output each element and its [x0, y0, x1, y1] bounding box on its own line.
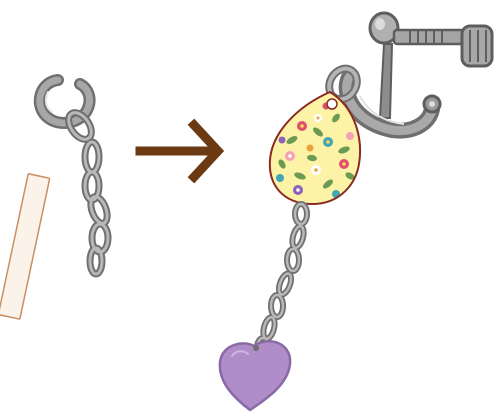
clip-on-earring: [347, 13, 492, 131]
left-step-group: [0, 80, 110, 319]
floral-teardrop-charm: [270, 92, 360, 204]
right-step-group: [220, 13, 492, 410]
heart-charm: [220, 341, 290, 410]
screw-knob: [462, 26, 492, 66]
right-arrow-icon: [140, 125, 218, 177]
chain-right: [257, 204, 307, 358]
chain-left: [64, 109, 110, 274]
paper-strip: [0, 174, 50, 319]
